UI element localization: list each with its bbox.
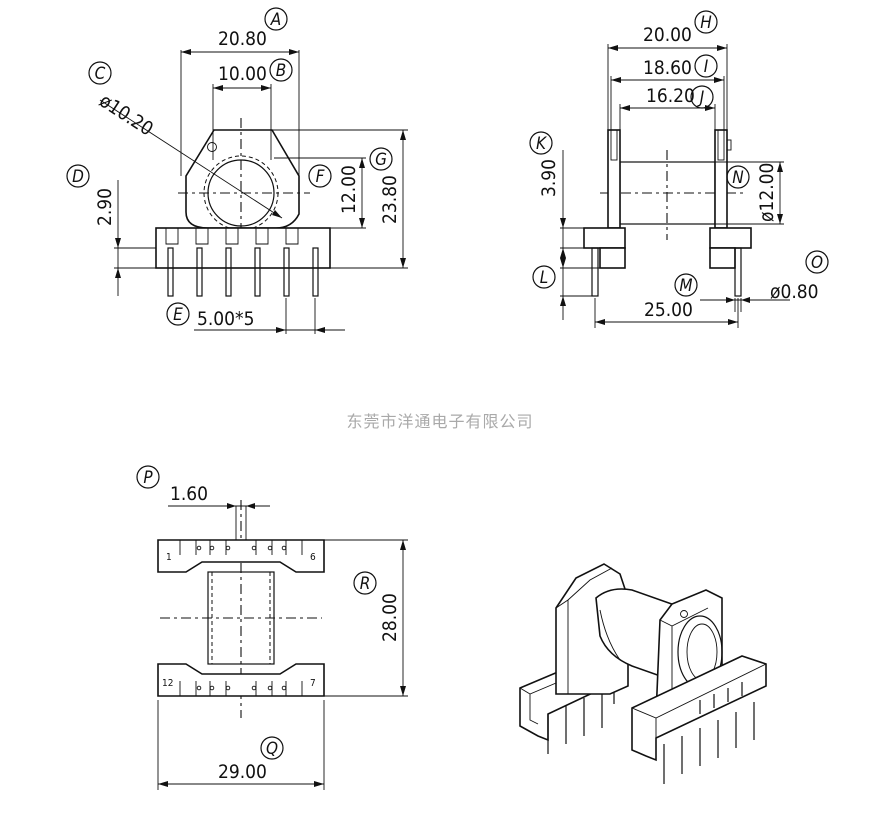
callout-g: G	[369, 147, 393, 171]
svg-text:P: P	[143, 468, 153, 488]
svg-text:H: H	[700, 13, 712, 33]
svg-text:N: N	[732, 168, 744, 188]
dimension-p-value: 1.60	[170, 483, 208, 505]
dimension-r-value: 28.00	[379, 593, 401, 642]
dimension-b-value: 10.00	[218, 63, 267, 85]
dimension-m-value: 25.00	[644, 299, 693, 321]
dimension-i-value: 18.60	[643, 57, 692, 79]
svg-text:K: K	[536, 134, 548, 154]
pin-number-6: 6	[310, 552, 316, 563]
svg-text:A: A	[270, 10, 281, 30]
dimension-k-value: 3.90	[538, 159, 560, 197]
callout-m: M	[674, 273, 698, 297]
isometric-view	[519, 563, 767, 784]
dimension-c-value: ø10.20	[95, 90, 157, 141]
callout-f: F	[308, 164, 332, 188]
pin-number-7: 7	[310, 678, 316, 689]
callout-c: C	[88, 61, 112, 85]
pin-number-1: 1	[166, 552, 172, 563]
svg-text:G: G	[375, 150, 387, 170]
callout-b: B	[269, 58, 293, 82]
svg-text:B: B	[276, 61, 287, 81]
svg-text:Q: Q	[266, 739, 278, 759]
dimension-g-value: 23.80	[379, 175, 401, 224]
callout-markers: A B C D E F G H I J K L M N O P Q R	[66, 7, 829, 760]
company-watermark: 东莞市洋通电子有限公司	[346, 412, 533, 431]
dimension-d-value: 2.90	[94, 188, 116, 226]
callout-l: L	[532, 265, 556, 289]
callout-o: O	[805, 250, 829, 274]
dimension-a-value: 20.80	[218, 28, 267, 50]
svg-text:I: I	[704, 57, 709, 77]
svg-text:F: F	[316, 167, 325, 187]
svg-text:C: C	[95, 64, 106, 84]
dimension-h-value: 20.00	[643, 24, 692, 46]
dimension-n-value: ø12.00	[756, 163, 778, 222]
pin-number-12: 12	[162, 678, 173, 689]
dimension-f-value: 12.00	[338, 165, 360, 214]
svg-text:M: M	[679, 276, 692, 296]
side-view	[560, 44, 790, 328]
dimension-e-value: 5.00*5	[197, 308, 254, 330]
callout-q: Q	[260, 736, 284, 760]
dimension-j-value: 16.20	[646, 85, 695, 107]
svg-text:O: O	[811, 253, 823, 273]
callout-r: R	[353, 571, 377, 595]
svg-text:L: L	[540, 268, 549, 288]
dimension-labels: 20.80 10.00 ø10.20 2.90 5.00*5 12.00 23.…	[94, 24, 819, 783]
svg-text:R: R	[360, 574, 371, 594]
callout-n: N	[726, 165, 750, 189]
svg-text:J: J	[697, 88, 705, 108]
callout-k: K	[529, 131, 553, 155]
callout-a: A	[264, 7, 288, 31]
svg-text:D: D	[72, 167, 84, 187]
dimension-o-value: ø0.80	[770, 281, 819, 303]
callout-p: P	[136, 465, 160, 489]
callout-e: E	[166, 302, 190, 326]
top-view: 1 6 12 7	[157, 500, 408, 790]
dimension-q-value: 29.00	[218, 761, 267, 783]
svg-text:E: E	[173, 305, 183, 325]
callout-d: D	[66, 164, 90, 188]
callout-h: H	[694, 10, 718, 34]
callout-j: J	[690, 85, 714, 109]
callout-i: I	[694, 54, 718, 78]
front-view	[99, 49, 408, 334]
